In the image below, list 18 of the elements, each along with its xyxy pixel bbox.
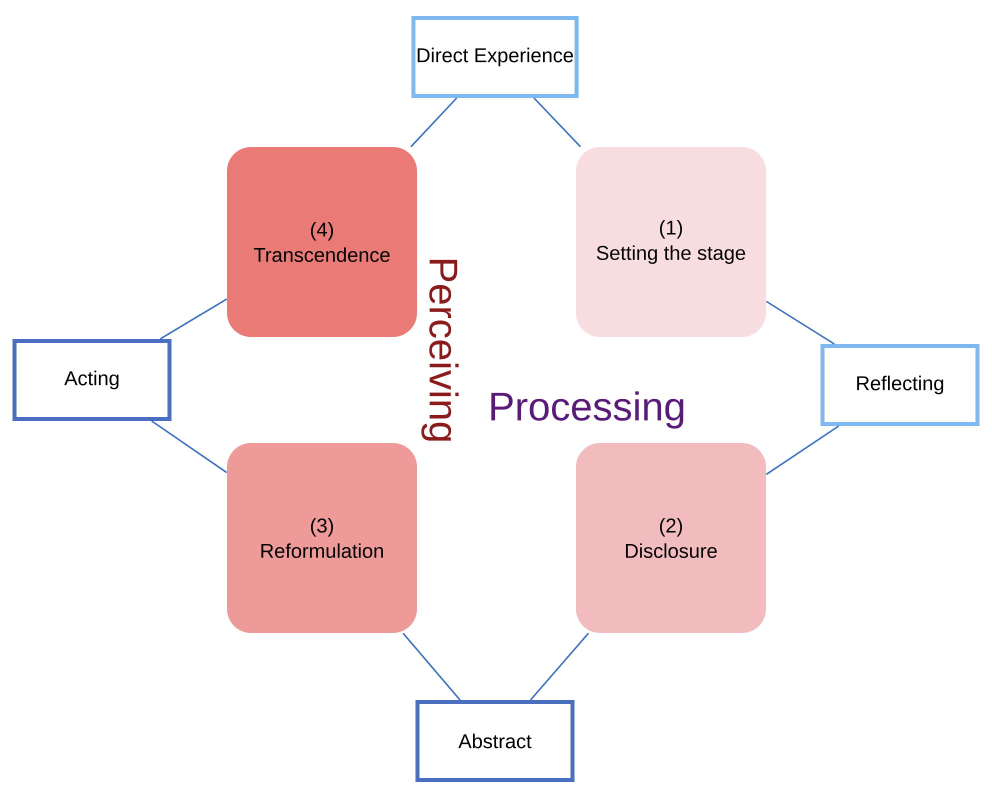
stage-square: (3) Reformulation [227,443,417,633]
stage-square: (1) Setting the stage [576,147,766,337]
connector-line [410,97,458,148]
label-box: Acting [12,339,172,421]
connector-line [766,300,835,345]
label-box: Reflecting [820,344,980,426]
stage-square: (2) Disclosure [576,443,766,633]
axis-label: Processing [491,391,684,429]
connector-line [533,97,582,148]
axis-label: Perceiving [421,260,459,441]
label-box: Direct Experience [411,16,579,98]
connector-line [530,632,590,701]
connector-line [151,420,228,474]
label-box: Abstract [416,700,574,782]
connector-line [160,298,228,340]
connector-line [766,425,840,476]
stage-square: (4) Transcendence [227,147,417,337]
connector-line [402,632,461,701]
